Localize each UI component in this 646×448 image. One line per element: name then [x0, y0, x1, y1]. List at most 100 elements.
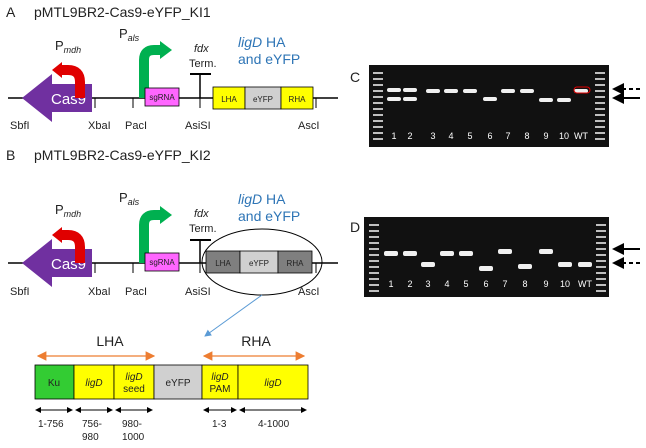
- ladder-band: [369, 272, 379, 274]
- lha-label: LHA: [221, 95, 237, 104]
- sgrna-label: sgRNA: [149, 93, 175, 102]
- panel-a: A pMTL9BR2-Cas9-eYFP_KI1 Cas9 Pmdh Pals …: [6, 4, 338, 132]
- wt-band-highlight: [573, 86, 591, 94]
- site-paci-b: PacI: [125, 286, 147, 298]
- ladder-band: [373, 78, 383, 80]
- gel-band: [518, 264, 532, 269]
- ladder-band: [595, 96, 605, 98]
- gel-band: [463, 89, 477, 93]
- lane-label: 2: [407, 279, 412, 289]
- gel-band: [483, 97, 497, 101]
- lane-label: 7: [502, 279, 507, 289]
- site-sbfi-b: SbfI: [10, 286, 30, 298]
- fdx-label: fdx: [194, 43, 209, 55]
- lane-label: WT: [574, 131, 588, 141]
- ladder-band: [369, 260, 379, 262]
- pals-promoter: [139, 45, 160, 98]
- lha-label-b: LHA: [215, 259, 231, 268]
- ligd-seed-block: [113, 364, 155, 400]
- ladder-band: [369, 248, 379, 250]
- ladder-band: [369, 290, 379, 292]
- ladder-band: [595, 78, 605, 80]
- lane-label: 9: [543, 279, 548, 289]
- ladder-band: [596, 254, 606, 256]
- gel-band: [387, 88, 401, 92]
- ladder-band: [373, 108, 383, 110]
- sgrna-box-b: [144, 252, 180, 272]
- range-4: 1-3: [212, 419, 227, 430]
- ladder-band: [369, 242, 379, 244]
- lane-label: 2: [407, 131, 412, 141]
- ligd-seed-top: ligD: [125, 372, 142, 383]
- gel-band: [558, 262, 572, 267]
- gel-band: [459, 251, 473, 256]
- pals-label: Pals: [119, 26, 140, 43]
- pmdh-promoter: [62, 65, 85, 98]
- site-asci: AscI: [298, 120, 319, 132]
- ligd-pam-top: ligD: [211, 372, 228, 383]
- rha-detail-label: RHA: [241, 333, 271, 349]
- ladder-band: [369, 266, 379, 268]
- ladder-band: [373, 132, 383, 134]
- ladder-band: [369, 230, 379, 232]
- lane-label: 4: [448, 131, 453, 141]
- panel-d-letter: D: [350, 219, 360, 235]
- site-asisi-b: AsiSI: [185, 286, 211, 298]
- lane-label: 8: [522, 279, 527, 289]
- ladder-band: [595, 102, 605, 104]
- gel-d-image: [364, 217, 609, 297]
- ligd-seed-bottom: seed: [123, 384, 145, 395]
- lane-label: 3: [430, 131, 435, 141]
- eyfp-detail-label: eYFP: [165, 378, 190, 389]
- ladder-band: [595, 132, 605, 134]
- ladder-band: [373, 102, 383, 104]
- site-asisi: AsiSI: [185, 120, 211, 132]
- pals-promoter-b: [139, 210, 160, 263]
- ligd-eyfp-title-b: and eYFP: [238, 208, 300, 224]
- gel-band: [479, 266, 493, 271]
- gel-band: [501, 89, 515, 93]
- range-2-l2: 980: [82, 432, 99, 443]
- lane-label: 6: [487, 131, 492, 141]
- ladder-band: [595, 138, 605, 140]
- ladder-band: [595, 84, 605, 86]
- lane-label: 5: [467, 131, 472, 141]
- ligd-label-1: ligD: [85, 378, 102, 389]
- eyfp-block: [153, 364, 203, 400]
- lane-label: 9: [543, 131, 548, 141]
- ligd-pam-bottom: PAM: [210, 384, 231, 395]
- ku-label: Ku: [48, 378, 60, 389]
- range-3-l1: 980-: [122, 419, 142, 430]
- ladder-band: [369, 278, 379, 280]
- lha-detail-label: LHA: [96, 333, 124, 349]
- site-xbai: XbaI: [88, 120, 111, 132]
- range-1: 1-756: [38, 419, 64, 430]
- gel-band: [574, 89, 588, 93]
- ladder-band: [373, 72, 383, 74]
- ha-detail: LHA RHA Ku ligD ligD seed eYFP ligD PAM …: [34, 333, 309, 443]
- sgrna-box: [144, 87, 180, 107]
- lane-label: 7: [505, 131, 510, 141]
- ladder-band: [596, 260, 606, 262]
- ladder-band: [596, 230, 606, 232]
- ligd-ha-title: ligD HA: [238, 34, 286, 50]
- ligd-block-1: [73, 364, 115, 400]
- site-paci: PacI: [125, 120, 147, 132]
- gel-band: [444, 89, 458, 93]
- ligd-pam-block: [201, 364, 239, 400]
- term-label: Term.: [189, 58, 217, 70]
- ligd-label-2: ligD: [264, 378, 281, 389]
- gel-band: [426, 89, 440, 93]
- gel-band: [520, 89, 534, 93]
- lane-label: 1: [391, 131, 396, 141]
- lane-label: 1: [388, 279, 393, 289]
- lane-label: 10: [560, 279, 570, 289]
- cas9-gene-b: [22, 239, 92, 287]
- ladder-band: [596, 242, 606, 244]
- ladder-band: [595, 120, 605, 122]
- ladder-band: [596, 236, 606, 238]
- rha-box-b: [277, 250, 313, 274]
- ligd-ha-title-b: ligD HA: [238, 191, 286, 207]
